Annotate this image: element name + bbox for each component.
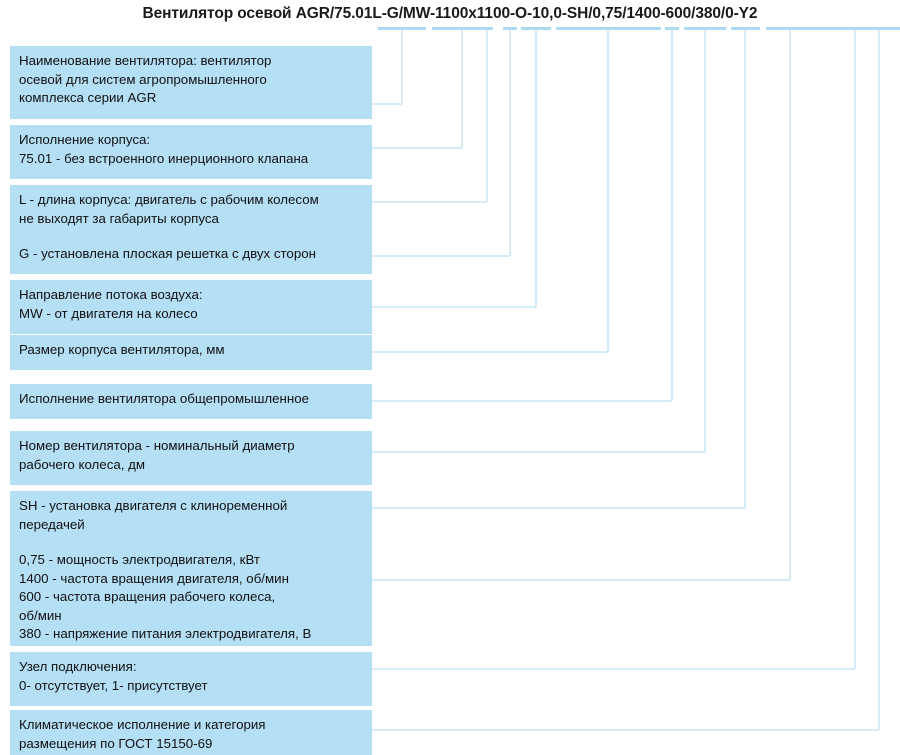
description-box-name: Наименование вентилятора: вентилятор осе… [10, 46, 372, 119]
description-box-housing-length: L - длина корпуса: двигатель с рабочим к… [10, 185, 372, 239]
description-box-airflow-direction: Направление потока воздуха: MW - от двиг… [10, 280, 372, 334]
description-box-grille: G - установлена плоская решетка с двух с… [10, 239, 372, 274]
description-box-connection-unit: Узел подключения: 0- отсутствует, 1- при… [10, 652, 372, 706]
leader-line-group [372, 28, 880, 731]
page-title: Вентилятор осевой AGR/75.01L-G/MW-1100x1… [142, 5, 758, 22]
description-box-industrial-version: Исполнение вентилятора общепромышленное [10, 384, 372, 419]
description-box-motor-specs: 0,75 - мощность электродвигателя, кВт 14… [10, 545, 372, 646]
description-box-climatic-version: Климатическое исполнение и категория раз… [10, 710, 372, 755]
description-box-housing-version: Исполнение корпуса: 75.01 - без встроенн… [10, 125, 372, 179]
description-box-housing-size: Размер корпуса вентилятора, мм [10, 335, 372, 370]
description-box-motor-mount: SH - установка двигателя с клиноременной… [10, 491, 372, 545]
description-box-fan-number: Номер вентилятора - номинальный диаметр … [10, 431, 372, 485]
